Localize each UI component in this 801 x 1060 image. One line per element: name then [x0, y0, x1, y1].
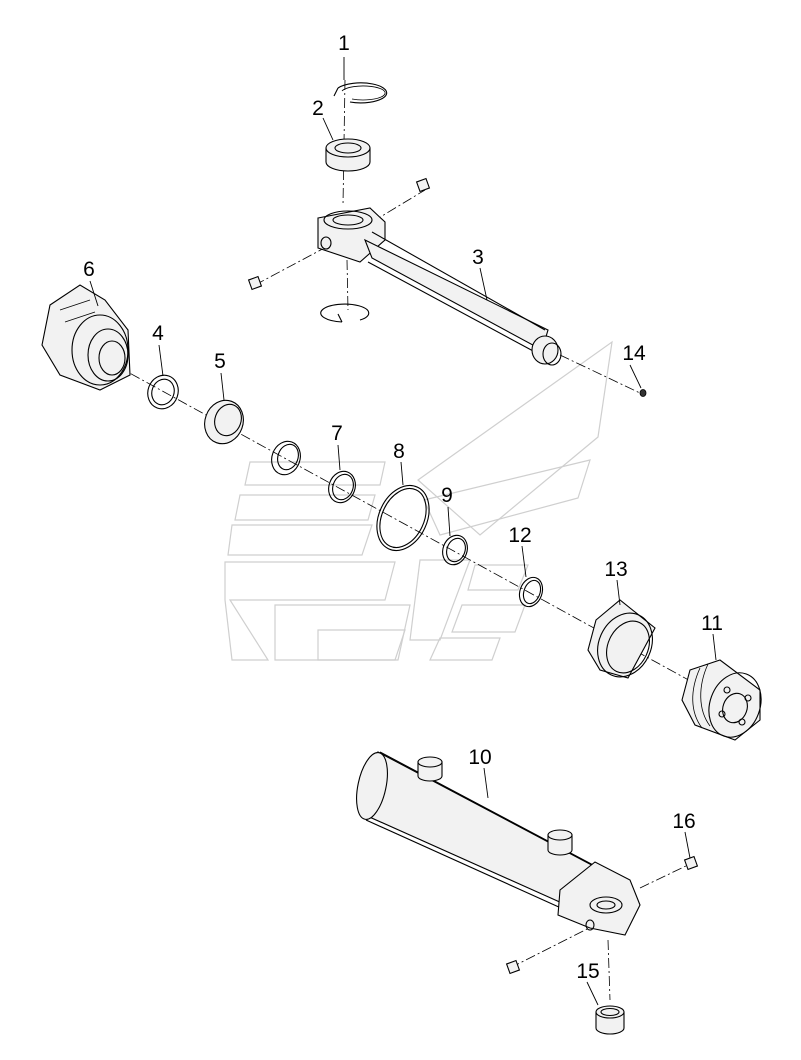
- piston-rod-3-part: [317, 207, 562, 366]
- callout-4: 4: [152, 322, 164, 345]
- guide-ring-part: [271, 440, 301, 476]
- watermark-logo: [224, 340, 613, 661]
- callout-11: 11: [701, 612, 723, 635]
- callout-13: 13: [604, 558, 627, 581]
- seal-7-part: [328, 470, 356, 504]
- callout-9: 9: [441, 484, 453, 507]
- callout-16: 16: [672, 810, 695, 833]
- seal-4-part: [147, 374, 179, 410]
- assembly-axis-lines: [114, 79, 726, 1001]
- bearing-2-part: [325, 138, 371, 172]
- callout-6: 6: [83, 258, 95, 281]
- callout-2: 2: [312, 97, 324, 120]
- callout-8: 8: [393, 440, 405, 463]
- grease-nipple-cylinder-part: [505, 855, 699, 975]
- ring-9-part: [442, 534, 468, 566]
- grease-nipple-part: [247, 177, 431, 291]
- callout-14: 14: [622, 342, 646, 365]
- o-ring-8-part: [376, 485, 430, 551]
- retaining-ring-lower-part: [320, 303, 370, 323]
- callout-5: 5: [214, 350, 226, 373]
- callout-leader-lines: [89, 57, 717, 1006]
- callout-12: 12: [508, 524, 531, 547]
- callout-1: 1: [338, 32, 350, 55]
- ring-12-part: [518, 576, 544, 608]
- guide-head-6-part: [41, 284, 131, 391]
- piston-11-part: [681, 659, 762, 741]
- callout-labels: 1 2 3 4 5 6 7 8 9 10 11 12 13 14 15 16: [83, 32, 723, 983]
- retaining-ring-1-part: [333, 82, 388, 104]
- callout-15: 15: [576, 960, 599, 983]
- callout-7: 7: [331, 422, 343, 445]
- pin-14-part: [639, 389, 647, 397]
- bushing-15-part: [595, 1005, 625, 1035]
- cylinder-tube-10-part: [356, 751, 641, 936]
- callout-10: 10: [468, 746, 491, 769]
- callout-3: 3: [472, 246, 484, 269]
- sleeve-13-part: [587, 599, 656, 679]
- wiper-5-part: [204, 399, 244, 445]
